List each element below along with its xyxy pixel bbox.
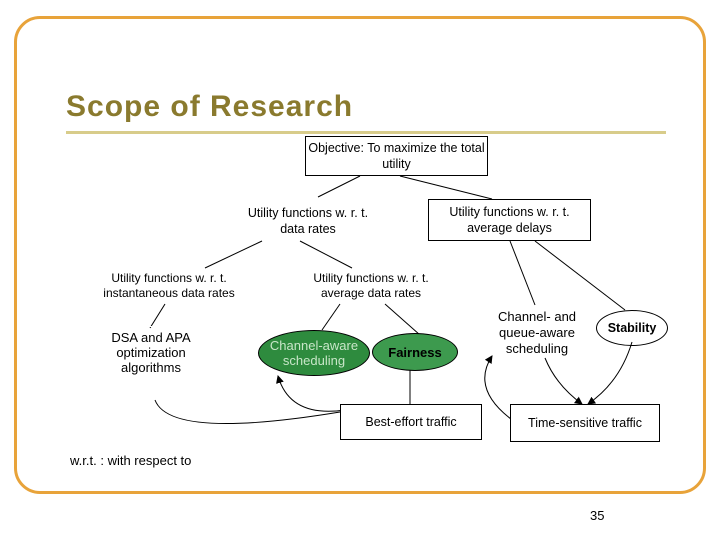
edge-datarates-avg xyxy=(299,240,353,269)
slide-title: Scope of Research xyxy=(66,90,354,123)
fairness-node: Fairness xyxy=(372,333,458,371)
dsa-apa-node: DSA and APA optimization algorithms xyxy=(92,326,210,378)
page-number: 35 xyxy=(590,508,605,523)
edge-objective-datarates xyxy=(317,175,361,198)
stability-node: Stability xyxy=(596,310,668,346)
avg-delays-node: Utility functions w. r. t. average delay… xyxy=(428,199,591,241)
channel-aware-node: Channel-aware scheduling xyxy=(258,330,370,376)
arrow-bottom-curve xyxy=(154,399,341,425)
arrow-dsa-curve xyxy=(160,398,360,422)
edge-avg-fairness xyxy=(384,303,421,336)
footnote: w.r.t. : with respect to xyxy=(70,453,192,468)
best-effort-node: Best-effort traffic xyxy=(340,404,482,440)
arrow-besteffort-channelaware xyxy=(276,375,346,412)
edge-delays-channelqueue xyxy=(509,240,536,306)
arrow-timesensitive-channelqueue xyxy=(484,355,516,423)
arrow-channelqueue-timesensitive xyxy=(544,357,583,405)
channel-queue-node: Channel- and queue-aware scheduling xyxy=(497,309,577,356)
edge-objective-delays xyxy=(399,175,493,200)
edge-delays-stability xyxy=(534,240,626,311)
data-rates-node: Utility functions w. r. t. data rates xyxy=(247,205,369,236)
edge-avg-channelaware xyxy=(321,303,341,331)
time-sensitive-node: Time-sensitive traffic xyxy=(510,404,660,442)
arrow-stability-timesensitive xyxy=(587,341,633,405)
objective-node: Objective: To maximize the total utility xyxy=(305,136,488,176)
avg-data-rates-node: Utility functions w. r. t. average data … xyxy=(313,271,429,300)
slide-frame xyxy=(14,16,706,494)
instantaneous-node: Utility functions w. r. t. instantaneous… xyxy=(103,271,235,300)
edge-instantaneous-dsa xyxy=(149,303,166,329)
edge-datarates-instantaneous xyxy=(204,240,263,269)
title-underline xyxy=(66,131,666,134)
